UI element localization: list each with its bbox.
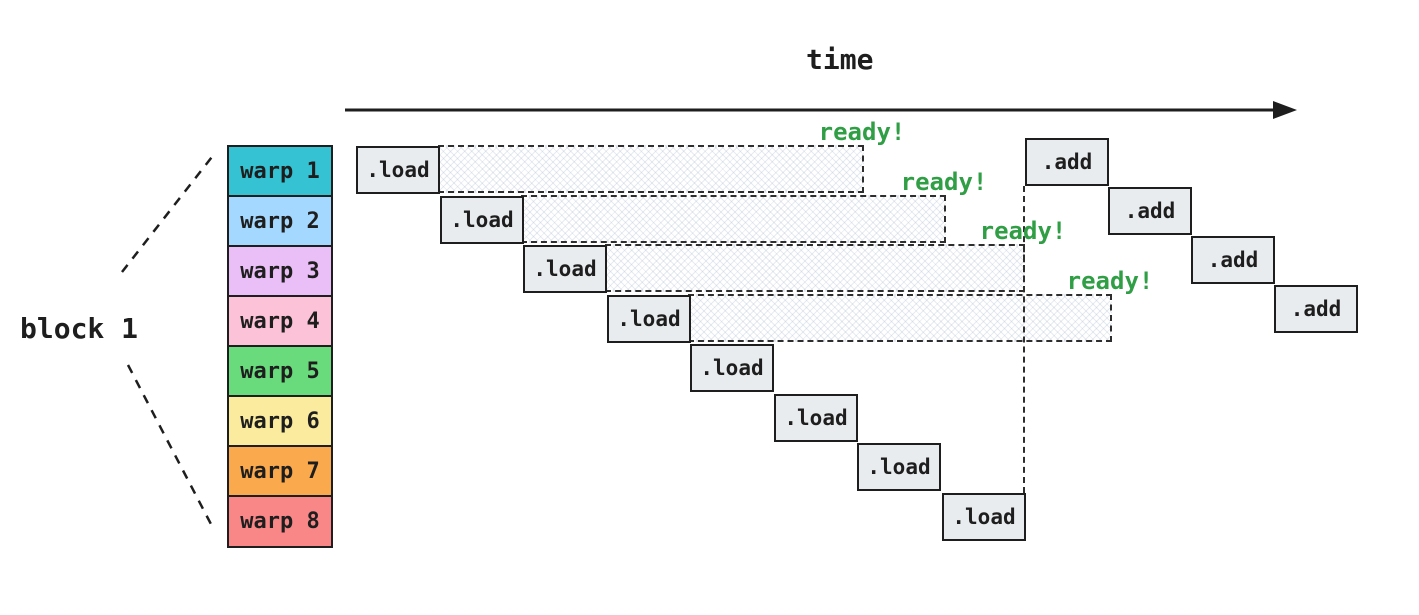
warp-row: warp 4: [227, 295, 333, 348]
time-arrow-head-icon: [1273, 101, 1297, 119]
wait-region-warp1: [438, 145, 864, 193]
switch-point-dashed-line: [1023, 186, 1025, 493]
warp-row: warp 2: [227, 195, 333, 248]
warp-row: warp 1: [227, 145, 333, 198]
ready-annotation: ready!: [818, 118, 906, 146]
time-axis-label: time: [806, 43, 874, 76]
ready-annotation: ready!: [1066, 267, 1154, 295]
ready-annotation: ready!: [979, 217, 1067, 245]
warp-row: warp 5: [227, 345, 333, 398]
add-op-box: .add: [1274, 285, 1358, 333]
load-op-box: .load: [523, 245, 607, 293]
block-brace-upper-line: [121, 152, 216, 273]
warp-row: warp 6: [227, 395, 333, 448]
warp-row: warp 3: [227, 245, 333, 298]
ready-annotation: ready!: [900, 168, 988, 196]
add-op-box: .add: [1108, 187, 1192, 235]
wait-region-warp3: [605, 244, 1025, 292]
warp-column: warp 1 warp 2 warp 3 warp 4 warp 5 warp …: [227, 145, 333, 548]
warp-row: warp 8: [227, 495, 333, 548]
block-label: block 1: [20, 312, 139, 345]
load-op-box: .load: [857, 443, 941, 491]
load-op-box: .load: [690, 344, 774, 392]
add-op-box: .add: [1025, 138, 1109, 186]
wait-region-warp4: [688, 294, 1112, 342]
block-brace-lower-line: [126, 364, 215, 529]
load-op-box: .load: [607, 295, 691, 343]
load-op-box: .load: [774, 394, 858, 442]
load-op-box: .load: [356, 146, 440, 194]
add-op-box: .add: [1191, 236, 1275, 284]
warp-row: warp 7: [227, 445, 333, 498]
load-op-box: .load: [440, 196, 524, 244]
load-op-box: .load: [942, 493, 1026, 541]
wait-region-warp2: [521, 195, 946, 243]
